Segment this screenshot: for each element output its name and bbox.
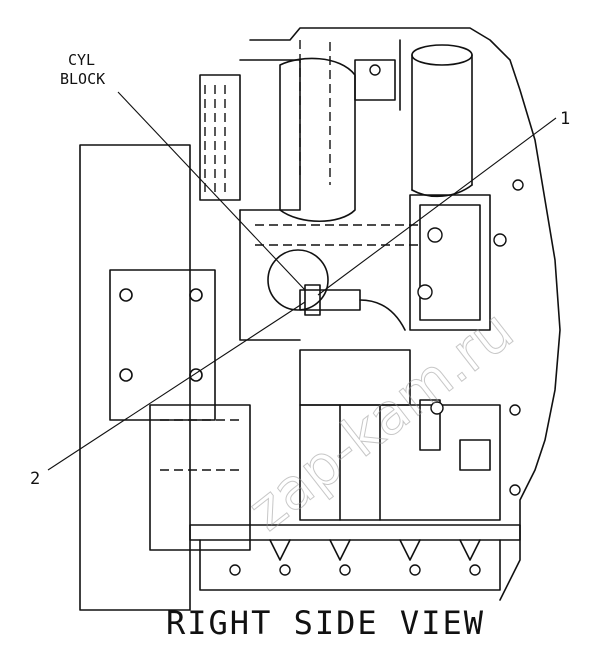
view-title: RIGHT SIDE VIEW <box>166 604 485 642</box>
callout-2: 2 <box>30 469 40 489</box>
leader-callout-1 <box>317 117 557 296</box>
sensor-boss <box>267 249 406 331</box>
cylinder-head <box>239 57 420 341</box>
leader-cyl-block <box>117 91 306 291</box>
oil-pan <box>189 524 521 591</box>
cyl-block-label-line2: BLOCK <box>60 70 105 88</box>
starter-motor <box>149 349 501 551</box>
cyl-block-label-line1: CYL <box>68 51 95 69</box>
watermark-text: zap-kam.ru <box>237 298 526 544</box>
leader-callout-2 <box>47 301 306 471</box>
mounting-plate <box>79 144 216 611</box>
side-bracket <box>409 179 524 496</box>
pulley-assembly <box>199 59 301 211</box>
filler-tube <box>354 44 473 198</box>
callout-1: 1 <box>560 109 570 129</box>
